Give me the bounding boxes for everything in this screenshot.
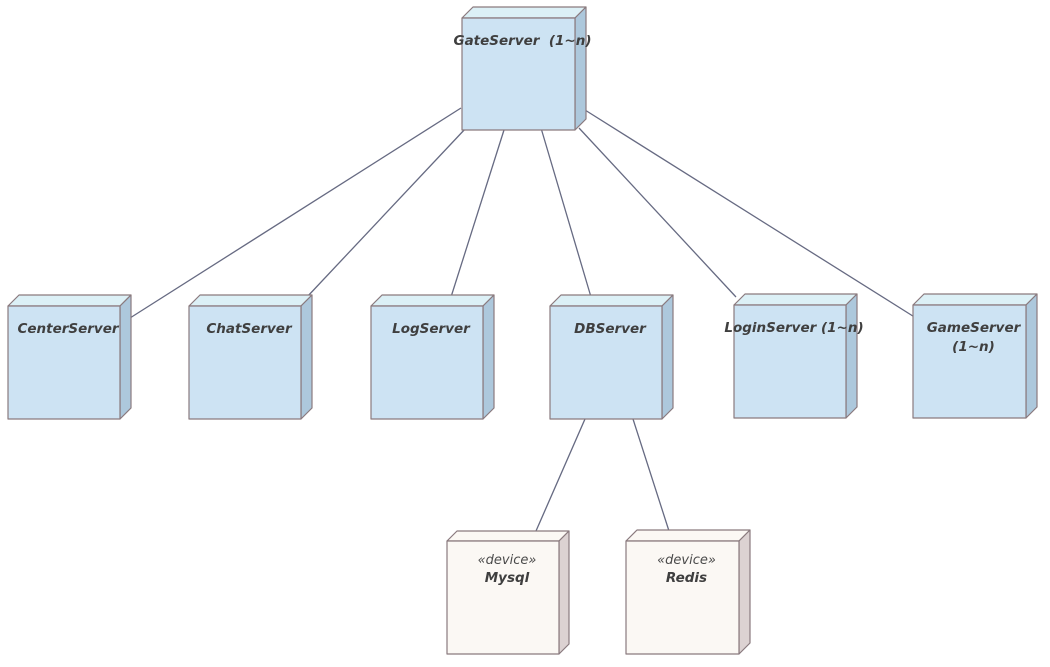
node-front-face [461, 17, 576, 131]
node-top-face [461, 6, 587, 19]
node-name: LogServer [392, 321, 471, 337]
node-name: Mysql [485, 570, 530, 586]
node-front-face [549, 305, 663, 420]
node-name: ChatServer [206, 321, 293, 337]
edge-gate-to-game [584, 109, 917, 319]
node-front-face [370, 305, 484, 420]
node-front-face [625, 540, 740, 655]
node-login[interactable]: LoginServer (1~n) [724, 293, 864, 419]
edge-db-to-mysql [535, 418, 586, 532]
node-side-face [558, 530, 570, 655]
edge-gate-to-log [450, 129, 505, 298]
node-name-line2: (1~n) [952, 339, 995, 355]
node-name: CenterServer [17, 321, 119, 337]
node-side-face [1025, 293, 1038, 419]
node-center[interactable]: CenterServer [7, 294, 132, 420]
node-front-face [912, 304, 1027, 419]
node-side-face [119, 294, 132, 420]
node-side-face [845, 293, 858, 419]
node-name: GameServer [927, 320, 1022, 336]
node-side-face [661, 294, 674, 420]
node-side-face [482, 294, 495, 420]
node-name: LoginServer (1~n) [724, 320, 863, 336]
node-front-face [7, 305, 121, 420]
node-top-face [188, 294, 313, 307]
node-front-face [446, 540, 560, 655]
node-top-face [912, 293, 1038, 306]
node-top-face [549, 294, 674, 307]
node-front-face [733, 304, 847, 419]
node-front-face [188, 305, 302, 420]
node-top-face [370, 294, 495, 307]
edge-db-to-redis [632, 418, 670, 532]
node-name: GateServer (1~n) [453, 33, 591, 49]
edge-gate-to-login [578, 127, 737, 298]
node-name: DBServer [574, 321, 647, 337]
node-top-face [446, 530, 570, 542]
node-top-face [7, 294, 132, 307]
node-chat[interactable]: ChatServer [188, 294, 313, 420]
node-stereotype: «device» [657, 553, 716, 568]
node-side-face [738, 529, 751, 655]
node-redis[interactable]: «device» Redis [625, 529, 751, 655]
node-db[interactable]: DBServer [549, 294, 674, 420]
node-stereotype: «device» [478, 553, 537, 568]
node-top-face [625, 529, 751, 542]
node-top-face [733, 293, 858, 306]
edge-gate-to-chat [306, 127, 467, 298]
edge-gate-to-db [540, 127, 592, 298]
edge-gate-to-center [129, 107, 462, 319]
node-mysql[interactable]: «device» Mysql [446, 530, 570, 655]
nodes: GateServer (1~n) CenterServer ChatServer Lo… [7, 6, 1038, 655]
node-gate[interactable]: GateServer (1~n) [453, 6, 592, 131]
node-name: Redis [666, 570, 707, 586]
node-side-face [300, 294, 313, 420]
node-log[interactable]: LogServer [370, 294, 495, 420]
node-side-face [574, 6, 587, 131]
connections [129, 107, 917, 532]
node-game[interactable]: GameServer (1~n) [912, 293, 1038, 419]
